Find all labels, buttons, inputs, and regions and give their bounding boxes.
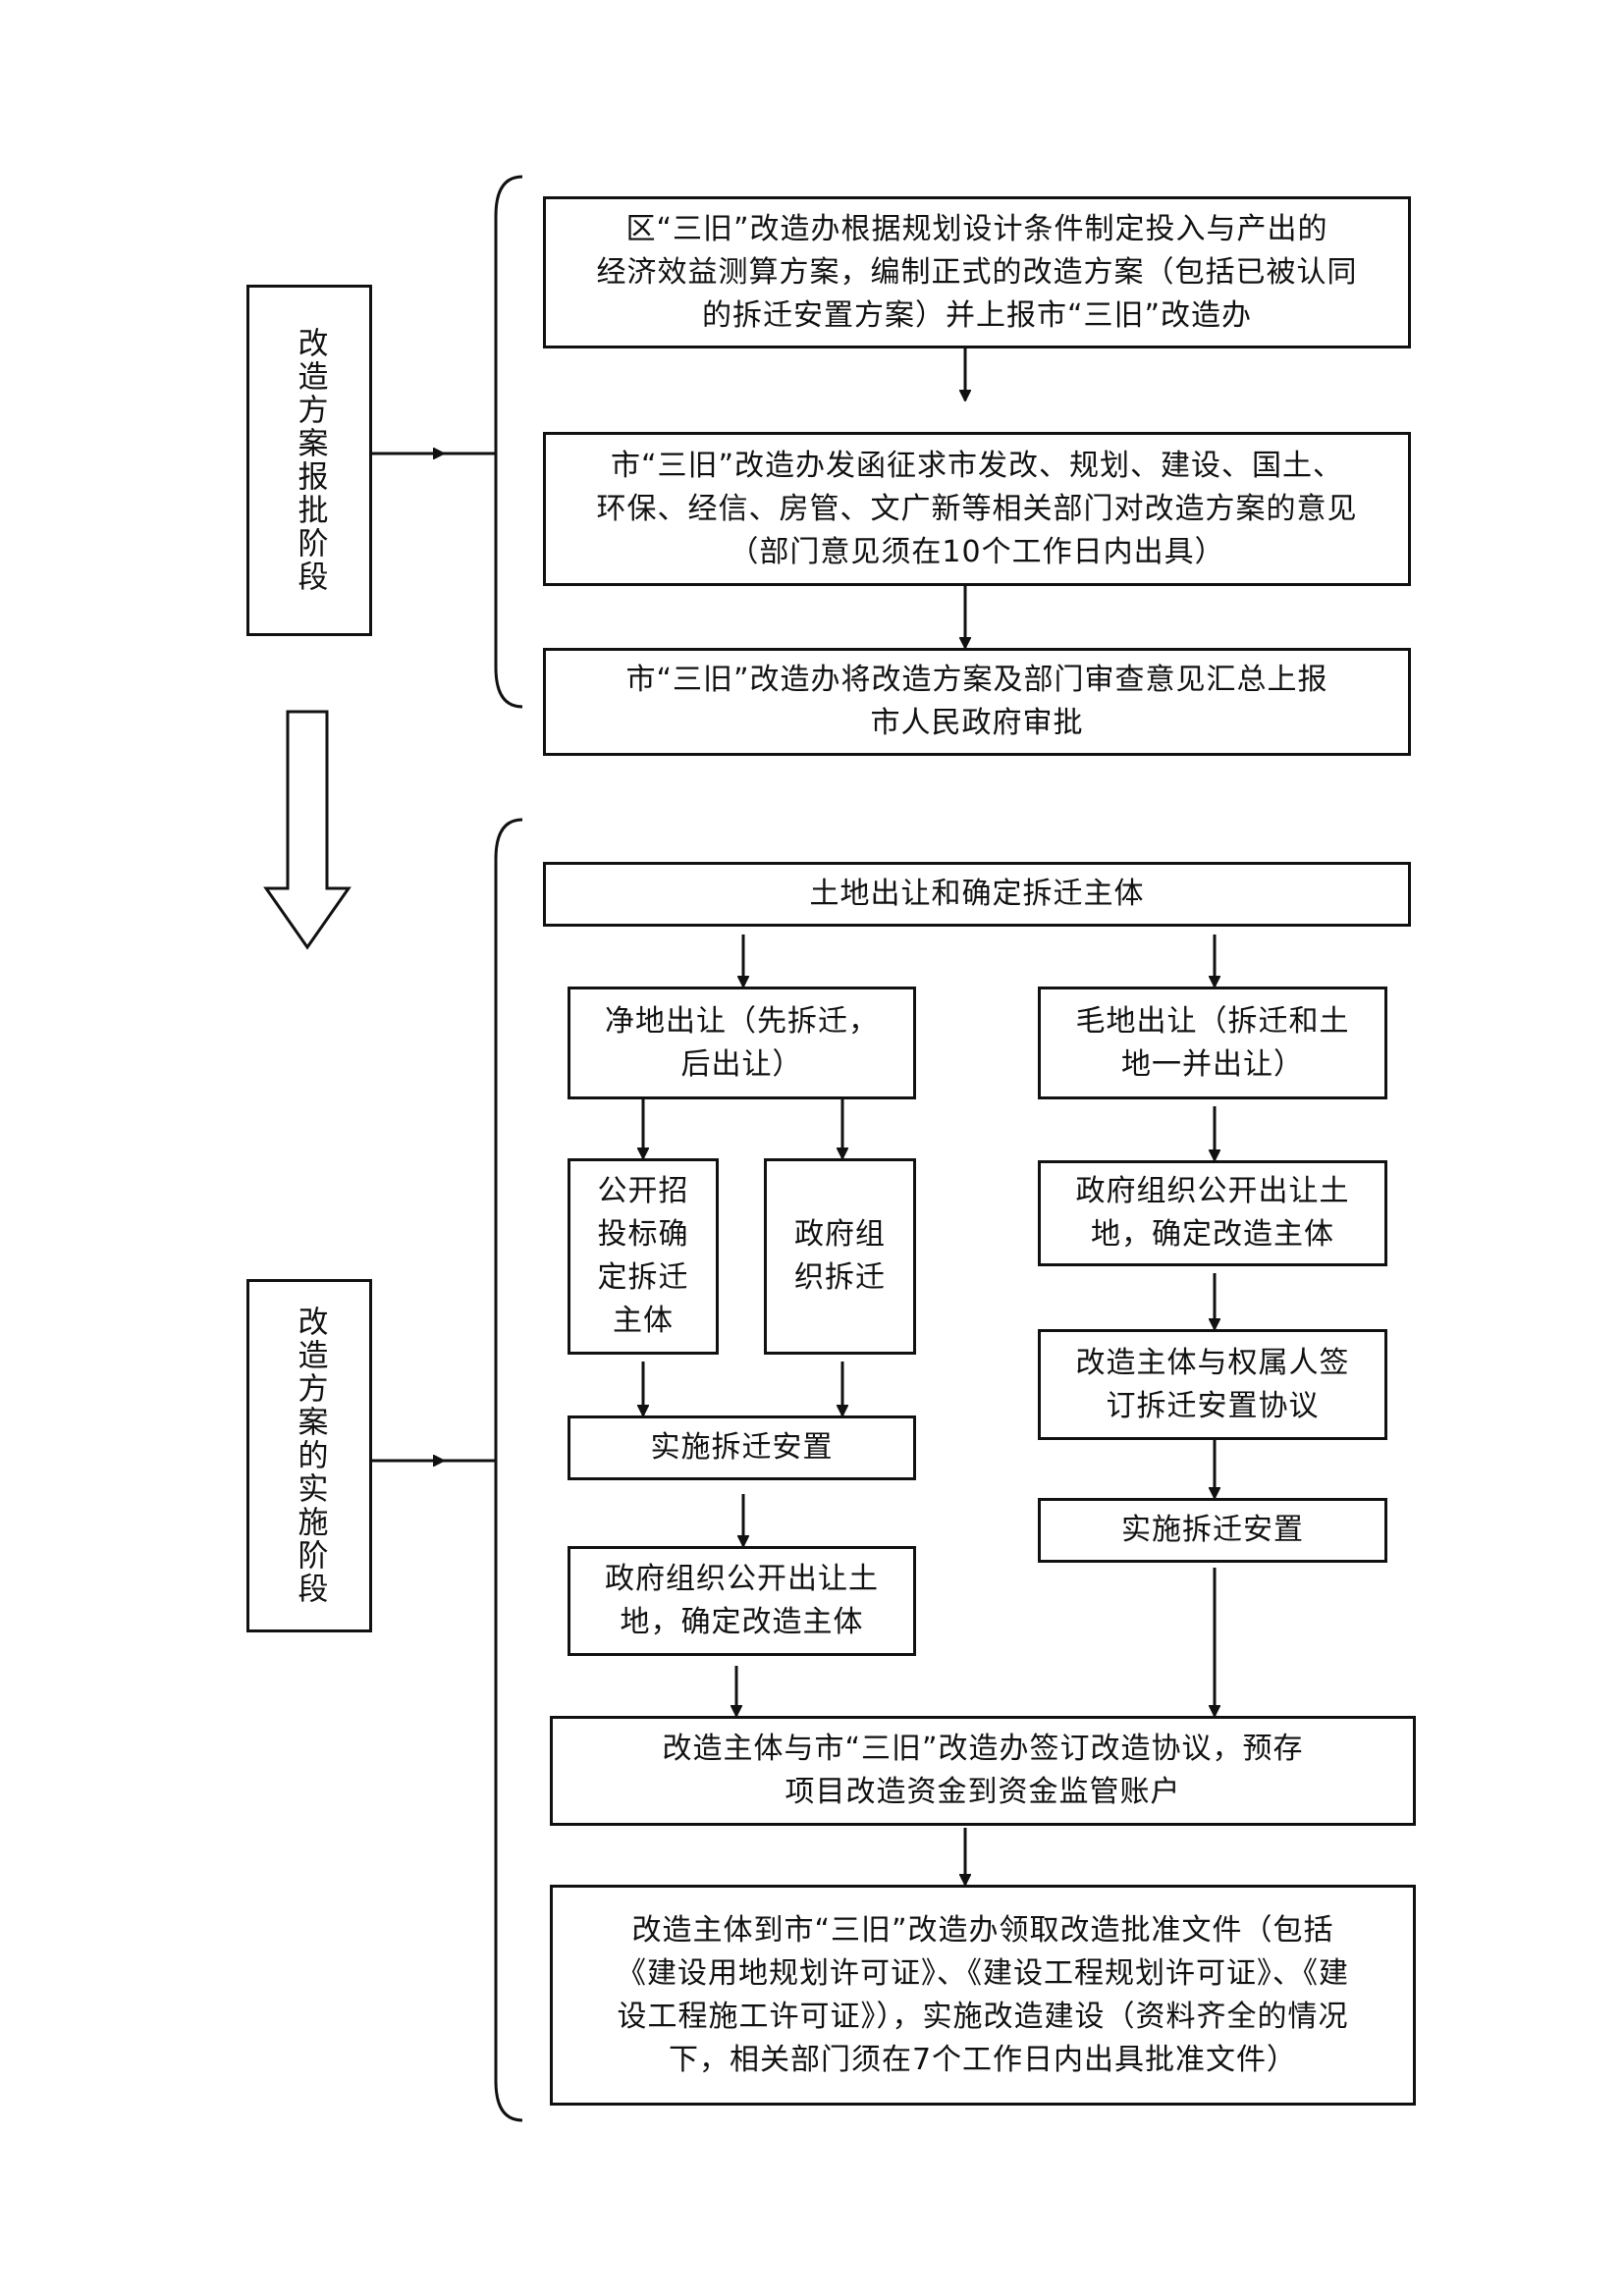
approval-step-2-text: 市“三旧”改造办发函征求市发改、规划、建设、国土、 环保、经信、房管、文广新等相…: [596, 448, 1358, 569]
implementation-brace: [494, 818, 523, 2122]
implementation-stage-box: 改造方案的实施阶段: [246, 1279, 372, 1632]
land-transfer-box: 土地出让和确定拆迁主体: [543, 862, 1411, 927]
final-approval-text: 改造主体到市“三旧”改造办领取改造批准文件（包括 《建设用地规划许可证》、《建设…: [617, 1912, 1349, 2077]
implement-demolition-left-box: 实施拆迁安置: [568, 1415, 916, 1480]
gov-land-transfer-left-text: 政府组织公开出让土 地，确定改造主体: [605, 1562, 879, 1639]
big-down-arrow-icon: [263, 710, 352, 950]
public-bidding-text: 公开招 投标确 定拆迁 主体: [597, 1174, 689, 1338]
clean-land-transfer-box: 净地出让（先拆迁， 后出让）: [568, 987, 916, 1099]
sign-city-agreement-box: 改造主体与市“三旧”改造办签订改造协议，预存 项目改造资金到资金监管账户: [550, 1716, 1416, 1826]
raw-land-transfer-box: 毛地出让（拆迁和土 地一并出让）: [1038, 987, 1387, 1099]
approval-step-3-box: 市“三旧”改造办将改造方案及部门审查意见汇总上报 市人民政府审批: [543, 648, 1411, 756]
approval-brace: [494, 175, 523, 709]
implement-demolition-right-text: 实施拆迁安置: [1121, 1513, 1304, 1547]
approval-stage-label: 改造方案报批阶段: [292, 327, 328, 594]
gov-land-transfer-right-text: 政府组织公开出让土 地，确定改造主体: [1075, 1174, 1350, 1252]
implement-demolition-left-text: 实施拆迁安置: [650, 1430, 834, 1465]
gov-land-transfer-right-box: 政府组织公开出让土 地，确定改造主体: [1038, 1160, 1387, 1266]
final-approval-box: 改造主体到市“三旧”改造办领取改造批准文件（包括 《建设用地规划许可证》、《建设…: [550, 1885, 1416, 2106]
sign-demolition-agreement-box: 改造主体与权属人签 订拆迁安置协议: [1038, 1329, 1387, 1440]
approval-stage-box: 改造方案报批阶段: [246, 285, 372, 636]
gov-land-transfer-left-box: 政府组织公开出让土 地，确定改造主体: [568, 1546, 916, 1656]
raw-land-transfer-text: 毛地出让（拆迁和土 地一并出让）: [1075, 1003, 1350, 1082]
implement-demolition-right-box: 实施拆迁安置: [1038, 1498, 1387, 1563]
approval-step-1-box: 区“三旧”改造办根据规划设计条件制定投入与产出的 经济效益测算方案，编制正式的改…: [543, 196, 1411, 348]
approval-step-3-text: 市“三旧”改造办将改造方案及部门审查意见汇总上报 市人民政府审批: [625, 663, 1328, 740]
implementation-stage-label: 改造方案的实施阶段: [292, 1306, 328, 1606]
sign-city-agreement-text: 改造主体与市“三旧”改造办签订改造协议，预存 项目改造资金到资金监管账户: [662, 1732, 1304, 1809]
land-transfer-text: 土地出让和确定拆迁主体: [809, 877, 1145, 911]
sign-demolition-agreement-text: 改造主体与权属人签 订拆迁安置协议: [1075, 1345, 1350, 1423]
approval-step-2-box: 市“三旧”改造办发函征求市发改、规划、建设、国土、 环保、经信、房管、文广新等相…: [543, 432, 1411, 586]
clean-land-transfer-text: 净地出让（先拆迁， 后出让）: [605, 1003, 879, 1082]
gov-demolition-box: 政府组 织拆迁: [764, 1158, 916, 1355]
approval-step-1-text: 区“三旧”改造办根据规划设计条件制定投入与产出的 经济效益测算方案，编制正式的改…: [596, 211, 1358, 333]
public-bidding-box: 公开招 投标确 定拆迁 主体: [568, 1158, 719, 1355]
gov-demolition-text: 政府组 织拆迁: [794, 1217, 886, 1295]
